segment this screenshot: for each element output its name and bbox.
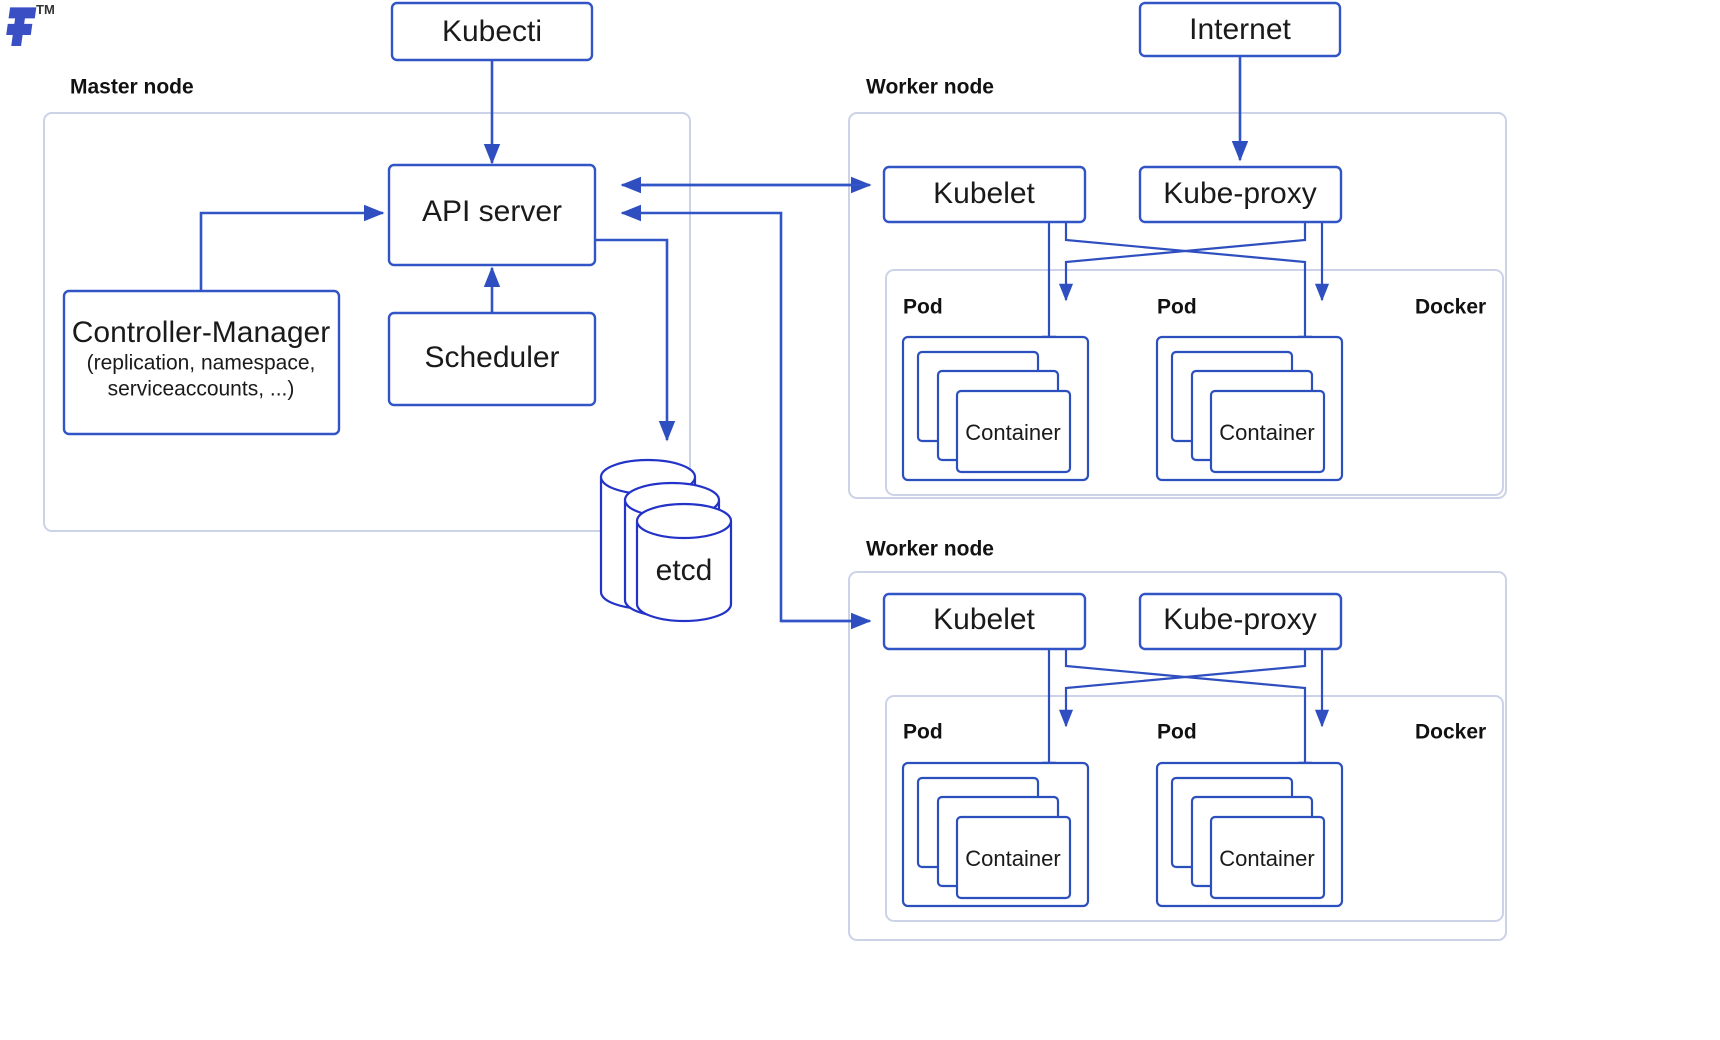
- kube-proxy-node-2[interactable]: Kube-proxy: [1138, 592, 1343, 651]
- docker-label-2: Docker: [1415, 721, 1486, 744]
- docker-label-1: Docker: [1415, 296, 1486, 319]
- kubectl-label: Kubecti: [442, 15, 542, 48]
- kubectl-node[interactable]: Kubecti: [390, 1, 594, 62]
- pod-label-1-1: Pod: [903, 296, 943, 319]
- edge-kubeproxy2-to-pod1: [1058, 648, 1307, 728]
- edge-apiserver-to-etcd: [596, 238, 676, 442]
- api-server-node[interactable]: API server: [387, 163, 597, 267]
- kube-proxy-label-2: Kube-proxy: [1163, 603, 1316, 636]
- etcd-cylinder-front: [635, 502, 733, 623]
- etcd-node[interactable]: etcd: [599, 458, 733, 623]
- worker-node-1-title: Worker node: [866, 76, 994, 99]
- etcd-label: etcd: [656, 554, 713, 587]
- container-label-2-1: Container: [965, 846, 1060, 871]
- api-server-label: API server: [422, 195, 562, 228]
- trademark-label: TM: [36, 2, 55, 17]
- pod-2-2[interactable]: Container: [1155, 761, 1344, 908]
- edge-kubeproxy1-to-pod1: [1058, 222, 1307, 302]
- pod-label-2-2: Pod: [1157, 721, 1197, 744]
- scheduler-label: Scheduler: [424, 341, 559, 374]
- kubelet-label-2: Kubelet: [933, 603, 1035, 636]
- controller-manager-node[interactable]: Controller-Manager (replication, namespa…: [62, 289, 341, 436]
- pod-1-1[interactable]: Container: [901, 335, 1090, 482]
- worker-node-2-group: [848, 571, 1507, 941]
- controller-manager-subtitle-line1: (replication, namespace,: [87, 352, 316, 375]
- kubelet-node-2[interactable]: Kubelet: [882, 592, 1087, 651]
- docker-group-1: [885, 269, 1504, 496]
- container-label-2-2: Container: [1219, 846, 1314, 871]
- edge-controllermanager-to-apiserver: [199, 204, 385, 290]
- controller-manager-label: Controller-Manager: [72, 316, 330, 349]
- master-node-title: Master node: [70, 76, 194, 99]
- kube-proxy-label-1: Kube-proxy: [1163, 177, 1316, 210]
- pod-label-2-1: Pod: [903, 721, 943, 744]
- container-label-1-2: Container: [1219, 420, 1314, 445]
- internet-label: Internet: [1189, 13, 1291, 46]
- pod-1-2[interactable]: Container: [1155, 335, 1344, 482]
- docker-group-2: [885, 695, 1504, 922]
- kubelet-node-1[interactable]: Kubelet: [882, 165, 1087, 224]
- pod-label-1-2: Pod: [1157, 296, 1197, 319]
- worker-node-1-group: [848, 112, 1507, 499]
- edge-kubelet1-to-pod2: [1064, 222, 1313, 354]
- kube-proxy-node-1[interactable]: Kube-proxy: [1138, 165, 1343, 224]
- container-label-1-1: Container: [965, 420, 1060, 445]
- scheduler-node[interactable]: Scheduler: [387, 311, 597, 407]
- internet-node[interactable]: Internet: [1138, 1, 1342, 58]
- toptal-logo-icon: TM: [6, 2, 55, 47]
- controller-manager-subtitle-line2: serviceaccounts, ...): [108, 378, 295, 401]
- master-node-group: [43, 112, 691, 532]
- pod-2-1[interactable]: Container: [901, 761, 1090, 908]
- kubelet-label-1: Kubelet: [933, 177, 1035, 210]
- worker-node-2-title: Worker node: [866, 538, 994, 561]
- edge-kubelet2-to-pod2: [1064, 648, 1313, 780]
